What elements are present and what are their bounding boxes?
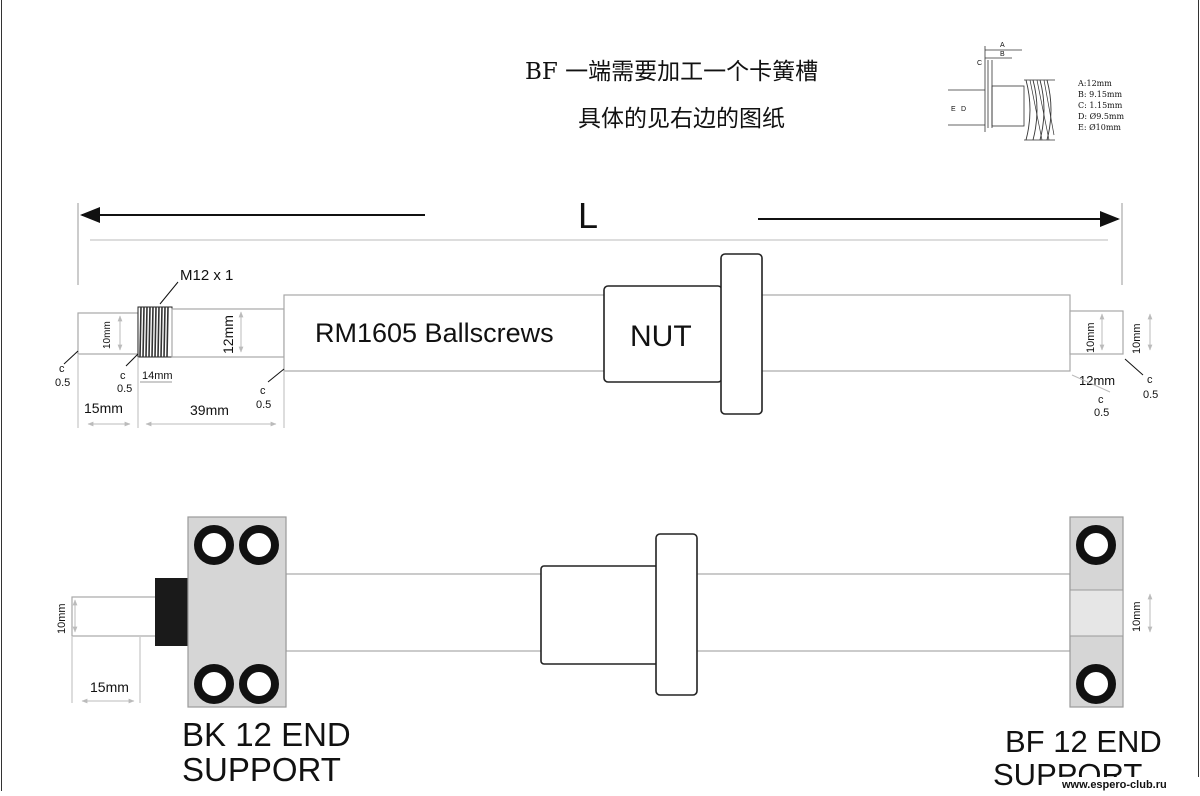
groove-spec-c: C: 1.15mm (1078, 101, 1123, 110)
left-journal-dia: 10mm (102, 321, 113, 349)
length-dimension: L (77, 195, 1123, 285)
thread-label: M12 x 1 (180, 267, 233, 284)
assembly-left-journal (71, 596, 161, 637)
bf12-shaft-pass (1069, 589, 1124, 637)
watermark: www.espero-club.ru (1061, 779, 1167, 791)
nut-flange (720, 253, 763, 415)
thread-section-length: 39mm (190, 402, 229, 418)
chamfer-right-b-c: c (1147, 374, 1153, 386)
assembly-nut-flange (655, 533, 698, 696)
bk-bolt-ring-3 (194, 664, 234, 704)
groove-letter-d: D (961, 106, 966, 113)
chamfer-left-c: c (59, 363, 65, 375)
right-journal (1069, 310, 1124, 355)
shoulder-dia: 12mm (220, 315, 236, 354)
groove-letter-e: E (951, 106, 956, 113)
thread-leader (159, 281, 179, 305)
locknut (155, 578, 189, 646)
chamfer-right-b-value: 0.5 (1143, 389, 1158, 401)
chamfer-right-a-c: c (1098, 394, 1104, 406)
chamfer-right-a-value: 0.5 (1094, 407, 1109, 419)
length-label: L (578, 195, 598, 236)
chamfer-leader-shoulder (267, 368, 285, 383)
groove-spec-b: B: 9.15mm (1078, 90, 1123, 99)
groove-letter-b: B (1000, 51, 1005, 58)
chamfer-shoulder-value: 0.5 (256, 399, 271, 411)
ballscrew-side-view: RM1605 Ballscrews NUT M12 x 1 10mm 12mm … (55, 253, 1158, 428)
assembly-view: 10mm 10mm 15mm BK 12 END SUPPORT BF 12 E… (56, 516, 1162, 792)
assembly-left-length: 15mm (90, 679, 129, 695)
screw-title: RM1605 Ballscrews (315, 318, 554, 348)
header-line-2: 具体的见右边的图纸 (578, 106, 785, 132)
bf-bolt-ring-1 (1076, 525, 1116, 565)
m12-thread (137, 306, 173, 358)
right-journal-dia-inner: 10mm (1085, 322, 1097, 353)
chamfer-leader-thread (125, 353, 139, 367)
right-end-length-line (1071, 374, 1111, 393)
groove-spec-a: A:12mm (1077, 79, 1112, 88)
bk-bolt-ring-4 (239, 664, 279, 704)
groove-spec-e: E: Ø10mm (1078, 123, 1121, 132)
bk-label-line1: BK 12 END (182, 716, 351, 753)
shoulder-12mm (171, 308, 285, 358)
chamfer-shoulder-c: c (260, 385, 266, 397)
groove-shaft-end (991, 85, 1025, 127)
right-end-length: 12mm (1079, 373, 1115, 388)
left-end-length: 15mm (84, 400, 123, 416)
groove-thread-hatch (1024, 79, 1055, 141)
chamfer-thread-value: 0.5 (117, 383, 132, 395)
bk-label-line2: SUPPORT (182, 751, 341, 788)
chamfer-leader-right (1124, 358, 1144, 376)
groove-spec-d: D: Ø9.5mm (1078, 112, 1125, 121)
assembly-right-dia: 10mm (1131, 601, 1143, 632)
chamfer-leader-left (63, 350, 79, 365)
assembly-nut-body (540, 565, 659, 665)
watermark-bg (1058, 777, 1199, 791)
groove-detail: A B C E D A:12mm B: 9.15mm C: 1.15mm D: … (948, 42, 1125, 141)
header-line-1: BF 一端需要加工一个卡簧槽 (525, 59, 818, 85)
bf-bolt-ring-2 (1076, 664, 1116, 704)
bf-label-line1: BF 12 END (1005, 724, 1162, 759)
nut-label: NUT (630, 320, 692, 353)
groove-letter-c: C (977, 60, 982, 67)
thread-length: 14mm (142, 370, 173, 382)
assembly-left-dia: 10mm (56, 603, 68, 634)
right-journal-dia-outer: 10mm (1131, 323, 1143, 354)
bk-bolt-ring-2 (239, 525, 279, 565)
groove-letter-a: A (1000, 42, 1005, 49)
chamfer-thread-c: c (120, 370, 126, 382)
chamfer-left-value: 0.5 (55, 377, 70, 389)
bk-bolt-ring-1 (194, 525, 234, 565)
